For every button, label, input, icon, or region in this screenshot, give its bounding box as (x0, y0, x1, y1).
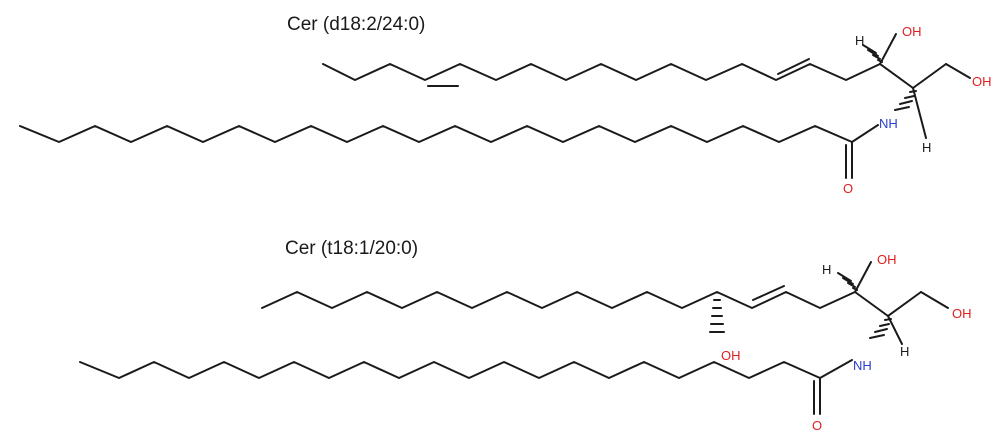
m1-c1-oh-bond (945, 63, 971, 79)
m2-c2-n-hashed-bond (869, 318, 892, 339)
m1-oh-top-label: OH (902, 24, 922, 39)
m1-c3-hashed-h (862, 44, 883, 63)
m2-n-carbonyl-bond (819, 359, 853, 379)
m1-c2-h-bond (912, 87, 927, 139)
m2-h-bottom-label: H (900, 344, 909, 359)
m2-c4-hashed-oh (709, 299, 725, 333)
m1-c3-c2-bond (879, 63, 914, 89)
molecule-1-structure: OH OH NH O H H (19, 24, 992, 196)
m2-carbonyl-o-label: O (812, 418, 822, 432)
m1-c2-c1-bond (912, 63, 947, 89)
m1-oh-end-label: OH (972, 74, 992, 89)
m2-h-top-label: H (822, 262, 831, 277)
m1-n-carbonyl-bond (851, 124, 879, 143)
m2-c3-oh-bond (854, 261, 872, 293)
m2-trans-double-bond (752, 285, 785, 301)
m2-oh-top-label: OH (877, 252, 897, 267)
m2-c2-c1-bond (887, 291, 922, 317)
m1-h-bottom-label: H (922, 140, 931, 155)
molecule-2-title: Cer (t18:1/20:0) (285, 238, 419, 259)
m2-c3-c2-bond (854, 291, 889, 317)
m2-sphingoid-chain (261, 291, 856, 309)
m1-trans-double-bond (777, 58, 810, 75)
m2-c2-h-bond (887, 315, 903, 345)
m1-c3-oh-bond (879, 33, 897, 65)
m2-acyl-chain (79, 361, 821, 379)
molecule-1-title: Cer (d18:2/24:0) (287, 14, 426, 35)
m1-h-top-label: H (855, 33, 864, 48)
molecule-2-structure: OH OH OH NH O H H (79, 252, 972, 432)
m1-acyl-chain (19, 125, 853, 143)
m1-nh-label: NH (879, 116, 898, 131)
m2-oh-end-label: OH (952, 306, 972, 321)
m1-carbonyl-o-label: O (843, 181, 853, 196)
m2-c3-hashed-h (837, 272, 858, 291)
m2-c1-oh-bond (920, 291, 949, 309)
m1-c2-n-hashed-bond (894, 90, 917, 111)
m2-nh-label: NH (853, 358, 872, 373)
m2-oh-chain-label: OH (721, 348, 741, 363)
m1-sphingoid-chain (322, 63, 881, 81)
